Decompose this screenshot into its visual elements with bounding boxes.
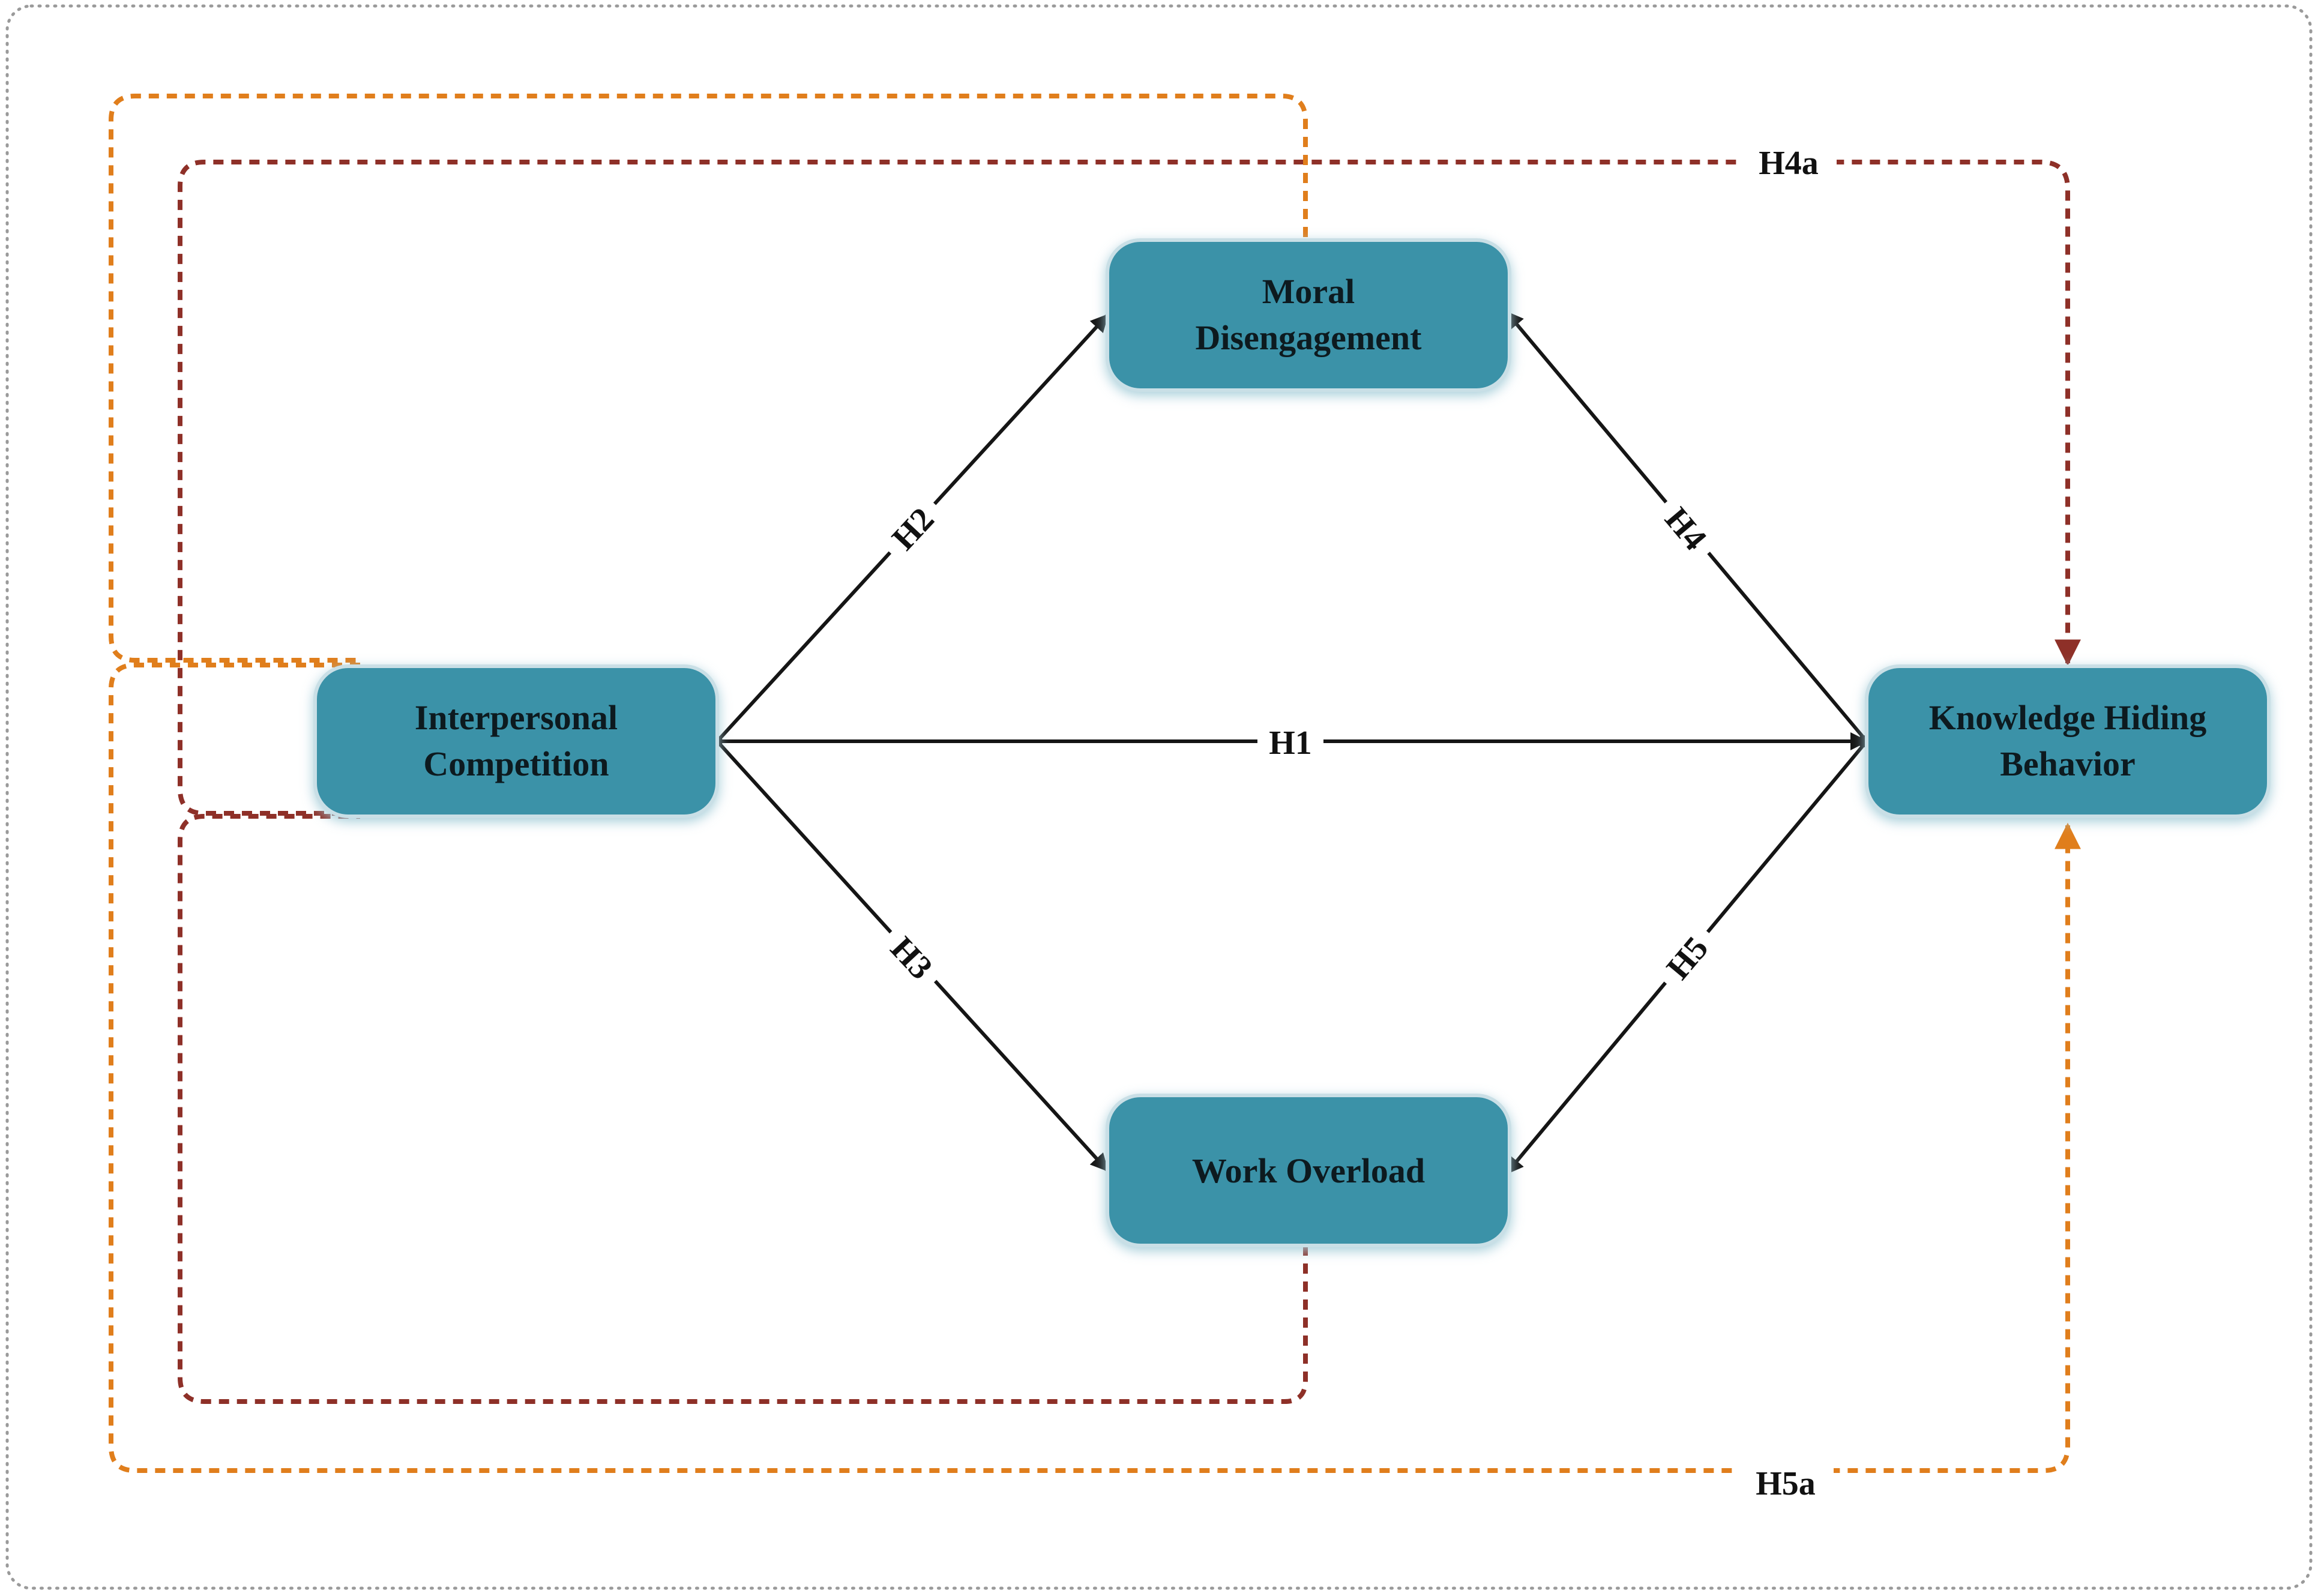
diagram-frame (5, 4, 2313, 1590)
node-wo-line1: Work Overload (1192, 1151, 1425, 1190)
label-h1: H1 (1269, 724, 1312, 762)
node-work-overload: Work Overload (1106, 1094, 1511, 1247)
mediation-path-work-overload-return (178, 814, 1308, 1404)
node-interpersonal-competition: Interpersonal Competition (313, 664, 719, 818)
label-h5a: H5a (1756, 1465, 1816, 1502)
mediation-path-work-overload (109, 663, 2081, 1473)
node-md-line1: Moral (1262, 272, 1355, 311)
node-moral-disengagement: Moral Disengagement (1106, 238, 1511, 392)
node-md-line2: Disengagement (1196, 318, 1422, 357)
mediation-path-moral-disengagement-return (109, 94, 1308, 663)
node-khb-line2: Behavior (2000, 744, 2136, 783)
node-ic-line1: Interpersonal (415, 698, 618, 737)
node-khb-line1: Knowledge Hiding (1929, 698, 2206, 737)
mediation-path-moral-disengagement (178, 160, 2081, 816)
node-knowledge-hiding-behavior: Knowledge Hiding Behavior (1865, 664, 2271, 818)
label-h4a: H4a (1759, 145, 1819, 182)
node-ic-line2: Competition (423, 744, 609, 783)
